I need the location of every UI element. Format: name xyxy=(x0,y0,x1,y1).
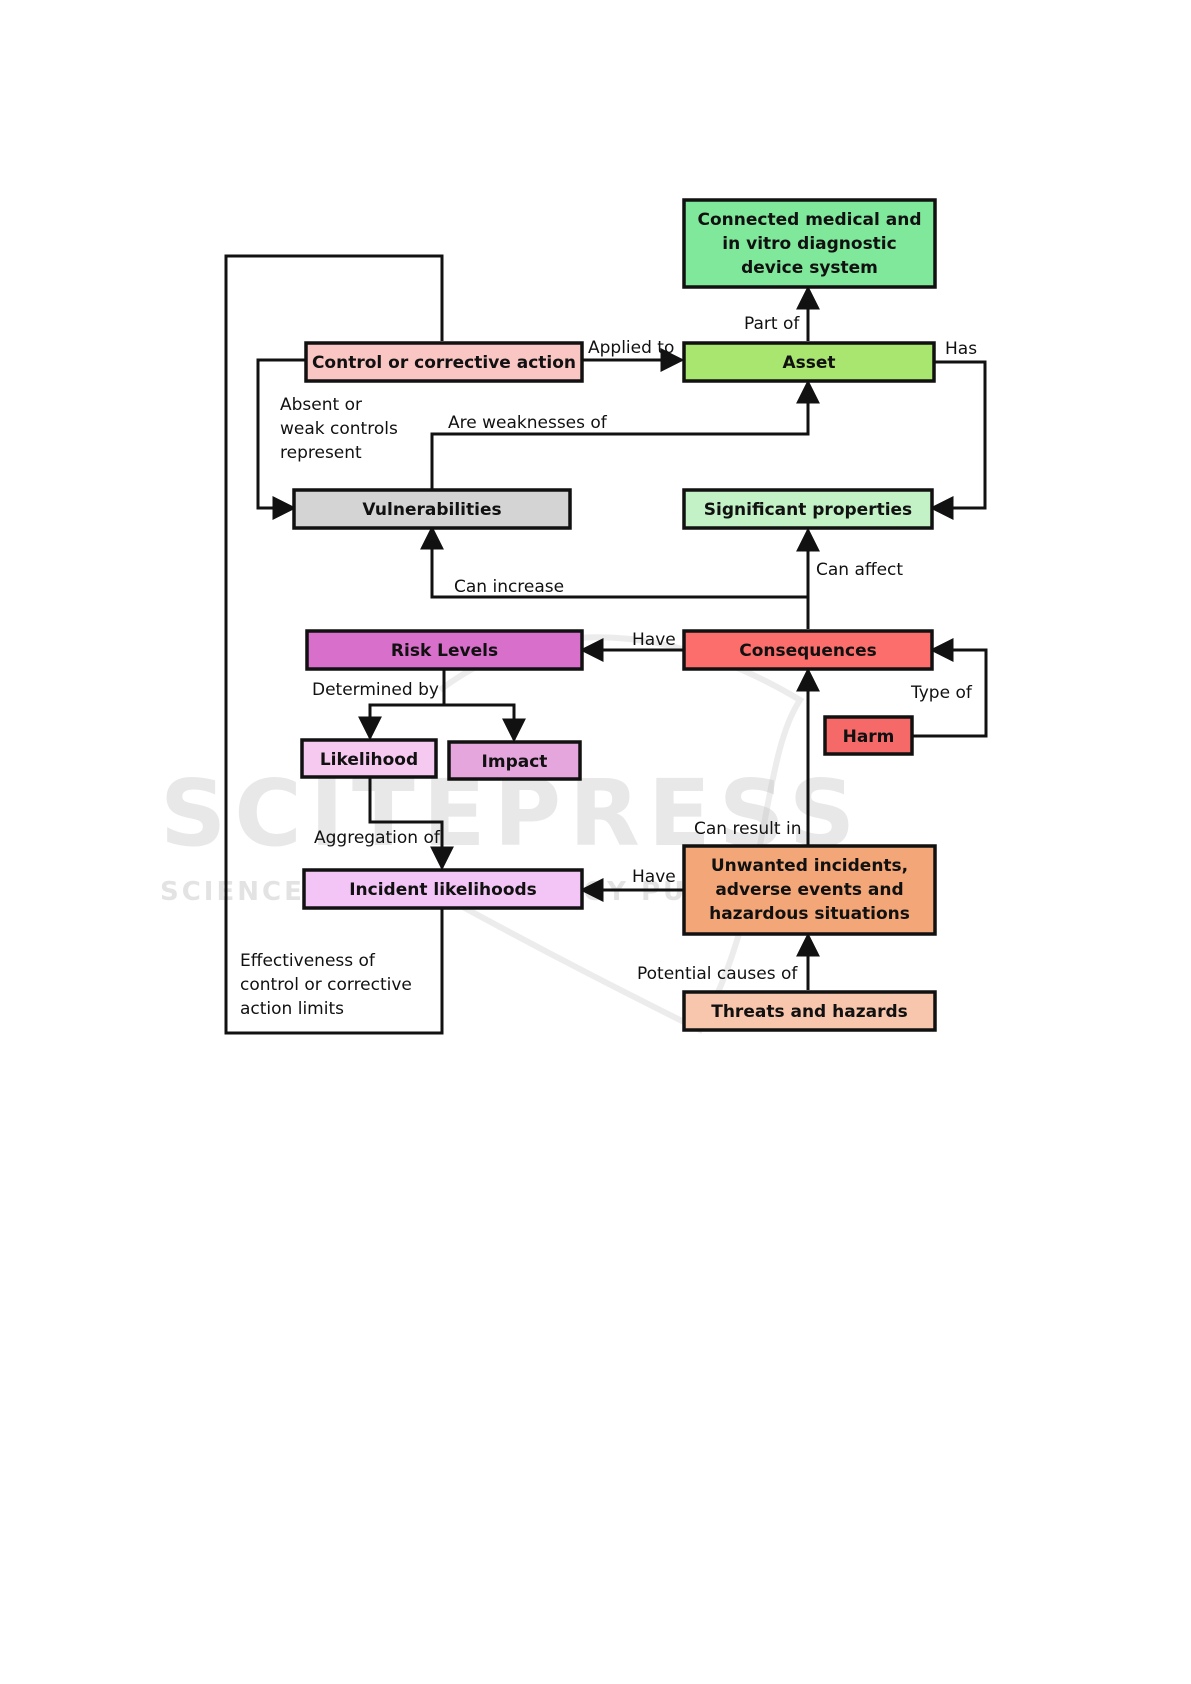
node-connected-system-line-1: Connected medical and xyxy=(698,210,922,230)
node-unwanted-incidents-line-2: adverse events and xyxy=(715,880,903,900)
node-consequences-box xyxy=(682,629,934,671)
edge-label-can-affect: Can affect xyxy=(816,560,903,580)
node-likelihood[interactable]: Likelihood xyxy=(300,738,438,779)
edge-label-weaknesses-of: Are weaknesses of xyxy=(448,413,608,433)
node-incident-likelihoods-box xyxy=(302,868,584,910)
node-impact-box xyxy=(447,740,582,781)
node-risk-levels-label: Risk Levels xyxy=(391,641,498,661)
node-connected-system-box xyxy=(682,198,937,289)
node-likelihood-box xyxy=(300,738,438,779)
node-risk-levels-box xyxy=(305,629,584,671)
node-threats-hazards-box xyxy=(682,990,937,1032)
node-significant-properties-label: Significant properties xyxy=(704,500,912,520)
edge-label-potential-causes: Potential causes of xyxy=(637,964,798,984)
edge-label-have-risk: Have xyxy=(632,630,676,650)
arrows xyxy=(256,285,988,990)
edge-label-can-result-in: Can result in xyxy=(694,819,801,839)
node-vulnerabilities-label: Vulnerabilities xyxy=(362,500,501,520)
connectors xyxy=(224,254,444,1035)
node-connected-system-line-3: device system xyxy=(741,258,878,278)
edge-label-have-incident: Have xyxy=(632,867,676,887)
edge-type-of xyxy=(912,638,988,738)
node-significant-properties[interactable]: Significant properties xyxy=(682,488,934,530)
edge-determined-by-likelihood xyxy=(358,670,446,741)
node-threats-hazards-label: Threats and hazards xyxy=(711,1002,908,1022)
node-impact[interactable]: Impact xyxy=(447,740,582,781)
edge-label-part-of: Part of xyxy=(744,314,800,334)
edge-absent-weak xyxy=(256,358,306,520)
edge-can-increase xyxy=(420,525,808,599)
node-unwanted-incidents[interactable]: Unwanted incidents, adverse events and h… xyxy=(682,844,937,936)
node-incident-likelihoods[interactable]: Incident likelihoods xyxy=(302,868,584,910)
node-risk-levels[interactable]: Risk Levels xyxy=(305,629,584,671)
node-unwanted-incidents-box xyxy=(682,844,937,936)
edge-effectiveness-loop xyxy=(224,254,444,1035)
edge-label-can-increase: Can increase xyxy=(454,577,564,597)
edge-label-absent-weak-1: Absent or xyxy=(280,395,362,415)
edge-label-effectiveness-3: action limits xyxy=(240,999,344,1019)
edge-labels: Part of Applied to Has Absent or weak co… xyxy=(240,314,977,1019)
edge-label-effectiveness-1: Effectiveness of xyxy=(240,951,376,971)
node-harm-label: Harm xyxy=(843,727,895,747)
edge-label-applied-to: Applied to xyxy=(588,338,674,358)
node-control-action[interactable]: Control or corrective action xyxy=(304,341,584,383)
watermark-swoosh xyxy=(438,634,805,1034)
edge-aggregation-of xyxy=(368,778,454,871)
edge-has xyxy=(929,360,987,520)
edge-label-has: Has xyxy=(945,339,977,359)
node-control-action-box xyxy=(304,341,584,383)
node-asset-box xyxy=(682,341,936,383)
node-likelihood-label: Likelihood xyxy=(320,750,418,770)
edge-label-determined-by: Determined by xyxy=(312,680,439,700)
edge-label-absent-weak-3: represent xyxy=(280,443,362,463)
node-connected-system[interactable]: Connected medical and in vitro diagnosti… xyxy=(682,198,937,289)
edge-label-absent-weak-2: weak controls xyxy=(280,419,398,439)
node-impact-label: Impact xyxy=(482,752,548,772)
edge-label-effectiveness-2: control or corrective xyxy=(240,975,412,995)
node-significant-properties-box xyxy=(682,488,934,530)
nodes: Connected medical and in vitro diagnosti… xyxy=(292,198,937,1032)
edge-determined-by-impact xyxy=(444,703,526,743)
node-harm-box xyxy=(823,715,914,756)
node-incident-likelihoods-label: Incident likelihoods xyxy=(349,880,537,900)
edge-label-type-of: Type of xyxy=(910,683,973,703)
node-harm[interactable]: Harm xyxy=(823,715,914,756)
node-connected-system-line-2: in vitro diagnostic xyxy=(722,234,896,254)
node-vulnerabilities[interactable]: Vulnerabilities xyxy=(292,488,572,530)
edge-label-aggregation-of: Aggregation of xyxy=(314,828,441,848)
node-consequences-label: Consequences xyxy=(739,641,877,661)
node-unwanted-incidents-line-1: Unwanted incidents, xyxy=(711,856,908,876)
node-threats-hazards[interactable]: Threats and hazards xyxy=(682,990,937,1032)
node-asset[interactable]: Asset xyxy=(682,341,936,383)
node-consequences[interactable]: Consequences xyxy=(682,629,934,671)
node-unwanted-incidents-line-3: hazardous situations xyxy=(709,904,910,924)
node-vulnerabilities-box xyxy=(292,488,572,530)
node-control-action-label: Control or corrective action xyxy=(312,353,576,373)
edge-weaknesses-of xyxy=(430,379,820,489)
node-asset-label: Asset xyxy=(782,353,835,373)
